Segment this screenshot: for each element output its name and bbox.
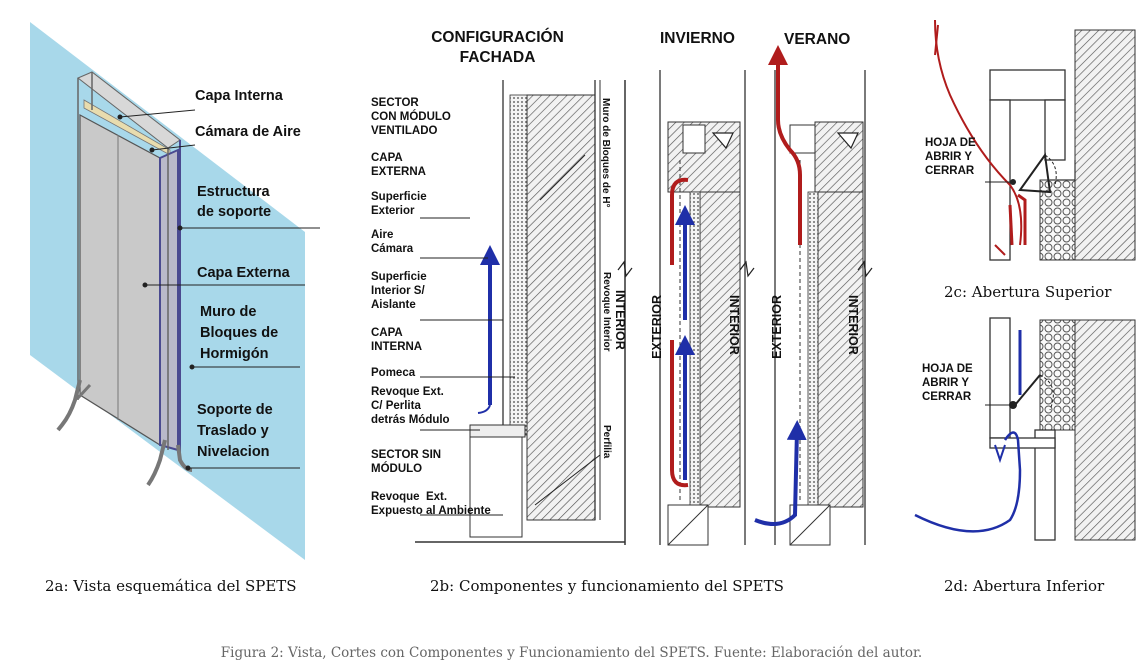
- label-revoque-interior: Revoque Interior: [601, 272, 612, 352]
- label-sector-con-modulo: SECTOR CON MÓDULO VENTILADO: [371, 97, 451, 137]
- label-capa-externa: Capa Externa: [197, 265, 290, 281]
- label-perfilia: Perfilia: [601, 425, 612, 459]
- label-muro-de-bloques: Muro de Bloques de Hormigón: [200, 304, 279, 362]
- pomeca-layer: [509, 94, 528, 436]
- heading-configuracion-fachada: CONFIGURACIÓN FACHADA: [431, 29, 564, 66]
- concrete-block-wall: [526, 94, 596, 521]
- support-leg-left: [56, 379, 82, 432]
- inner-layer-panel: [83, 99, 171, 156]
- label-hoja-abrir-cerrar-superior: HOJA DE ABRIR Y CERRAR: [925, 137, 976, 177]
- label-muro-bloques-vertical: Muro de Bloques de H°: [600, 98, 611, 208]
- label-revoque-expuesto: Revoque Ext. Expuesto al Ambiente: [371, 491, 491, 517]
- figure-caption: Figura 2: Vista, Cortes con Componentes …: [220, 645, 923, 661]
- panel-b-configuration-drawing: [415, 80, 633, 545]
- caption-panel-a: 2a: Vista esquemática del SPETS: [45, 577, 297, 595]
- support-leg-right: [146, 439, 167, 487]
- label-superficie-exterior: Superficie Exterior: [371, 191, 427, 217]
- label-estructura-de-soporte: Estructura de soporte: [197, 184, 272, 220]
- label-revoque-perlita: Revoque Ext. C/ Perlita detrás Módulo: [371, 386, 450, 426]
- label-camara-de-aire: Cámara de Aire: [195, 124, 301, 140]
- label-capa-externa-b: CAPA EXTERNA: [371, 152, 426, 178]
- top-opening-red-flow: [934, 19, 1023, 246]
- label-interior-verano: INTERIOR: [846, 295, 860, 355]
- summer-red-flow: [768, 45, 802, 245]
- label-superficie-interior: Superficie Interior S/ Aislante: [371, 271, 427, 311]
- winter-red-flow: [670, 177, 689, 265]
- panel-b-summer-drawing: [754, 45, 873, 546]
- external-layer-panel: [79, 113, 161, 447]
- label-interior-config: INTERIOR: [613, 290, 627, 350]
- label-sector-sin-modulo: SECTOR SIN MÓDULO: [371, 449, 442, 475]
- label-aire-camara: Aire Cámara: [371, 229, 414, 255]
- panel-c-drawing: [934, 19, 1136, 261]
- caption-panel-c: 2c: Abertura Superior: [944, 283, 1112, 301]
- caption-panel-b: 2b: Componentes y funcionamiento del SPE…: [430, 577, 784, 595]
- label-soporte-traslado: Soporte de Traslado y Nivelacion: [197, 402, 273, 460]
- heading-invierno: INVIERNO: [660, 30, 735, 47]
- label-interior-invierno: INTERIOR: [727, 295, 741, 355]
- label-capa-interna: Capa Interna: [195, 88, 283, 104]
- label-capa-interna-b: CAPA INTERNA: [371, 327, 423, 353]
- support-structure: [159, 148, 179, 452]
- label-exterior-verano: EXTERIOR: [770, 295, 784, 359]
- panel-d-drawing: [914, 317, 1136, 541]
- caption-panel-d: 2d: Abertura Inferior: [944, 577, 1105, 595]
- bottom-opening-blue-flow: [914, 431, 1022, 533]
- panel-b-winter-drawing: [659, 70, 755, 546]
- summer-blue-flow: [754, 420, 807, 526]
- label-hoja-abrir-cerrar-inferior: HOJA DE ABRIR Y CERRAR: [922, 363, 973, 403]
- label-exterior-invierno: EXTERIOR: [650, 295, 664, 359]
- heading-verano: VERANO: [784, 31, 851, 48]
- label-pomeca: Pomeca: [371, 367, 416, 379]
- panel-a-drawing: [30, 22, 320, 560]
